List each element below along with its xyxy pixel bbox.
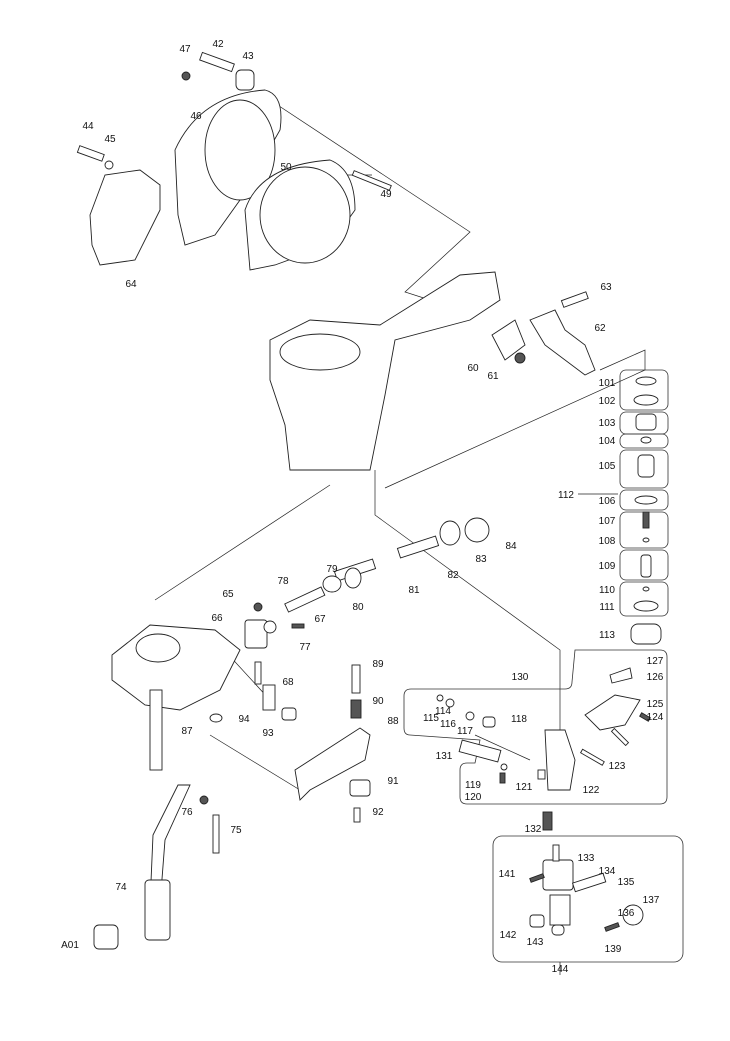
part-label-81: 81 [408, 585, 420, 596]
part-label-124: 124 [647, 712, 664, 723]
part-label-77: 77 [299, 642, 311, 653]
part-label-144: 144 [552, 964, 569, 975]
part-label-44: 44 [82, 121, 94, 132]
part-label-131: 131 [436, 751, 453, 762]
part-label-67: 67 [314, 614, 326, 625]
part-label-126: 126 [647, 672, 664, 683]
part-label-63: 63 [600, 282, 612, 293]
part-label-103: 103 [599, 418, 616, 429]
part-label-94: 94 [238, 714, 250, 725]
part-label-76: 76 [181, 807, 193, 818]
part-label-50: 50 [280, 162, 292, 173]
part-label-66: 66 [211, 613, 223, 624]
part-label-60: 60 [467, 363, 479, 374]
part-label-134: 134 [599, 866, 616, 877]
part-label-89: 89 [372, 659, 384, 670]
part-label-74: 74 [115, 882, 127, 893]
part-label-116: 116 [440, 719, 456, 730]
part-label-127: 127 [647, 656, 664, 667]
part-label-78: 78 [277, 576, 289, 587]
part-label-115: 115 [423, 713, 439, 724]
part-label-93: 93 [262, 728, 274, 739]
part-label-68: 68 [282, 677, 294, 688]
part-label-104: 104 [599, 436, 616, 447]
part-label-117: 117 [457, 726, 473, 737]
part-label-65: 65 [222, 589, 234, 600]
part-label-107: 107 [599, 516, 616, 527]
part-label-49: 49 [380, 189, 392, 200]
part-label-79: 79 [326, 564, 338, 575]
part-label-122: 122 [583, 785, 600, 796]
part-label-125: 125 [647, 699, 664, 710]
part-label-114: 114 [435, 706, 451, 717]
part-drawings [76, 51, 684, 975]
part-label-120: 120 [465, 792, 482, 803]
part-label-143: 143 [527, 937, 544, 948]
part-label-132: 132 [525, 824, 542, 835]
part-label-90: 90 [372, 696, 384, 707]
part-label-137: 137 [643, 895, 660, 906]
part-label-123: 123 [609, 761, 626, 772]
part-label-102: 102 [599, 396, 616, 407]
part-label-109: 109 [599, 561, 616, 572]
part-label-45: 45 [104, 134, 116, 145]
part-label-118: 118 [511, 714, 527, 725]
part-label-62: 62 [594, 323, 606, 334]
part-label-135: 135 [618, 877, 635, 888]
part-label-111: 111 [599, 602, 615, 613]
part-label-133: 133 [578, 853, 595, 864]
part-label-61: 61 [487, 371, 499, 382]
part-label-121: 121 [516, 782, 533, 793]
part-label-106: 106 [599, 496, 616, 507]
part-label-88: 88 [387, 716, 399, 727]
part-label-83: 83 [475, 554, 487, 565]
part-label-46: 46 [190, 111, 202, 122]
part-label-84: 84 [505, 541, 517, 552]
part-label-80: 80 [352, 602, 364, 613]
part-labels: 47 42 43 44 45 46 50 49 64 63 62 60 61 101 102 103 104 10… [61, 39, 664, 975]
part-label-43: 43 [242, 51, 254, 62]
part-label-142: 142 [500, 930, 517, 941]
part-label-119: 119 [465, 780, 481, 791]
part-label-a01: A01 [61, 940, 79, 951]
part-label-141: 141 [499, 869, 516, 880]
part-label-91: 91 [387, 776, 399, 787]
part-label-64: 64 [125, 279, 137, 290]
part-label-92: 92 [372, 807, 384, 818]
part-label-110: 110 [599, 585, 615, 596]
part-label-87: 87 [181, 726, 193, 737]
part-label-136: 136 [618, 908, 635, 919]
part-label-108: 108 [599, 536, 616, 547]
part-label-82: 82 [447, 570, 459, 581]
part-label-101: 101 [599, 378, 616, 389]
part-label-47: 47 [179, 44, 191, 55]
part-label-113: 113 [599, 630, 615, 641]
part-label-112: 112 [558, 490, 574, 501]
part-label-130: 130 [512, 672, 529, 683]
part-label-105: 105 [599, 461, 616, 472]
part-label-42: 42 [212, 39, 224, 50]
part-label-75: 75 [230, 825, 242, 836]
part-label-139: 139 [605, 944, 622, 955]
